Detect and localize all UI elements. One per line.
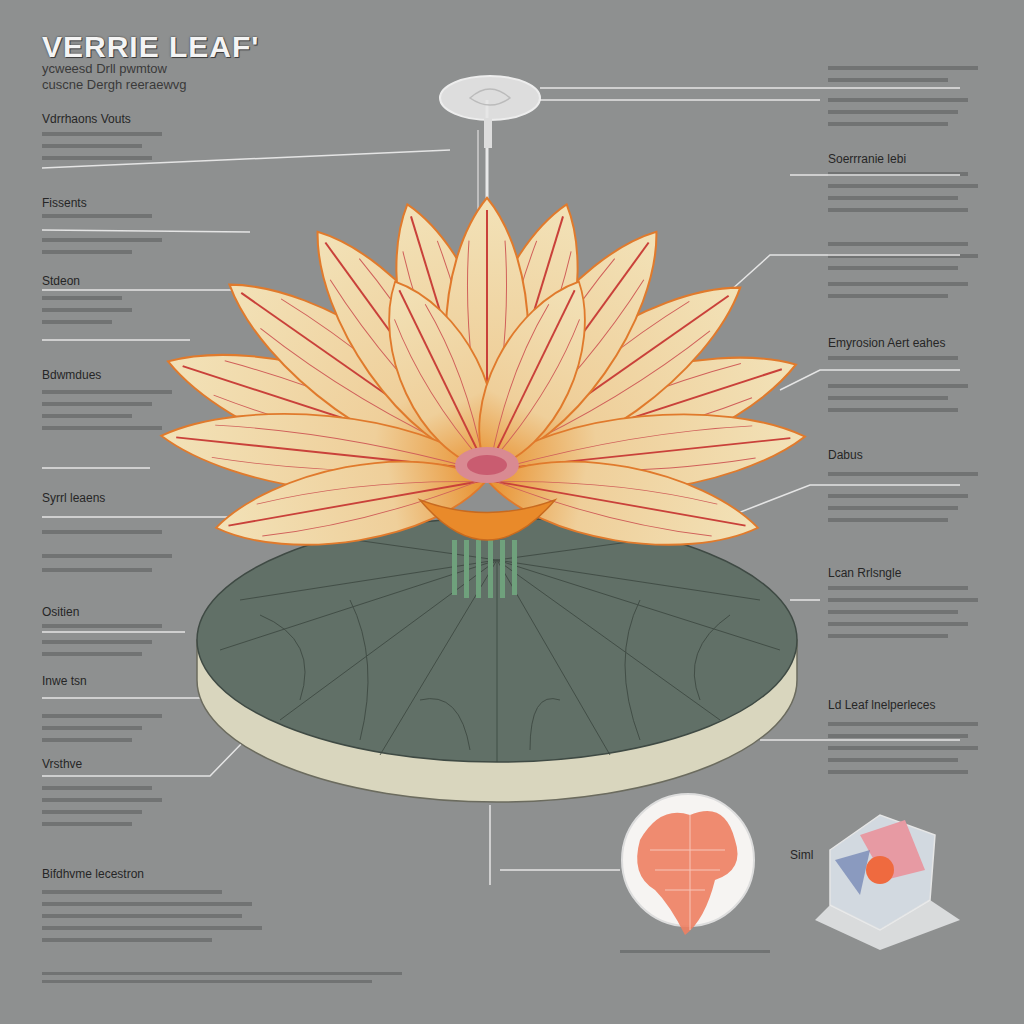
part-label: Inwe tsn	[42, 674, 87, 688]
part-label: Bifdhvme lecestron	[42, 867, 144, 881]
part-label: Syrrl leaens	[42, 491, 105, 505]
part-label: Dabus	[828, 448, 863, 462]
part-label: Ositien	[42, 605, 79, 619]
part-label: Fissents	[42, 196, 87, 210]
part-label: Vdrrhaons Vouts	[42, 112, 131, 126]
part-label: Siml	[790, 848, 813, 862]
text-bars	[42, 66, 978, 983]
leader-lines	[42, 88, 960, 885]
diagram-title: VERRIE LEAF'	[42, 30, 260, 64]
part-label: Lcan Rrlsngle	[828, 566, 901, 580]
part-label: Vrsthve	[42, 757, 82, 771]
part-label: Soerrranie lebi	[828, 152, 906, 166]
part-label: Ld Leaf lnelperleces	[828, 698, 935, 712]
part-label: Bdwmdues	[42, 368, 101, 382]
part-label: Stdeon	[42, 274, 80, 288]
part-label: Emyrosion Aert eahes	[828, 336, 945, 350]
part-label: ycweesd Drll pwmtow	[42, 62, 167, 76]
part-label: cuscne Dergh reeraewvg	[42, 78, 187, 92]
